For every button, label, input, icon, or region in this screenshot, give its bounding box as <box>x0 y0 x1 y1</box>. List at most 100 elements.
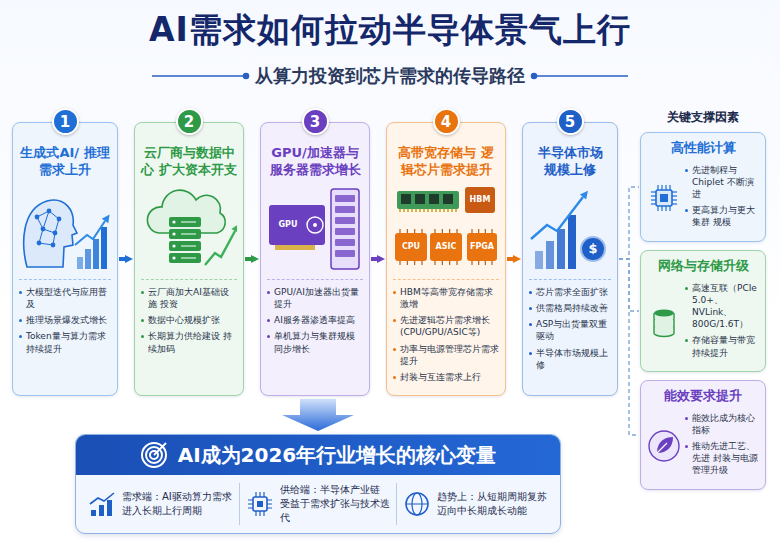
factor-icon <box>647 305 681 339</box>
stage-heading: 半导体市场 规模上修 <box>529 145 611 179</box>
bullet-text: ASP与出货量双重驱动 <box>536 318 611 342</box>
step-number: 1 <box>52 108 79 135</box>
bullet-text: 云厂商加大AI基础设施 投资 <box>148 286 237 310</box>
bullet-text: 芯片需求全面扩张 <box>536 286 608 298</box>
stage-heading: 云厂商与数据中心 扩大资本开支 <box>141 145 237 179</box>
bullet-list: GPU/AI加速器出货量提升 AI服务器渗透率提高单机算力与集群规模 同步增长 <box>267 279 363 359</box>
step-number: 3 <box>302 108 329 135</box>
bullet-dot <box>19 335 22 338</box>
step-number: 4 <box>433 108 460 135</box>
bullet-item: 芯片需求全面扩张 <box>529 286 611 298</box>
factor-box: 网络与存储升级高速互联（PCIe 5.0+、 NVLink、800G/1.6T）… <box>640 250 766 372</box>
bullet-dot <box>685 417 688 420</box>
factor-icon <box>647 429 681 463</box>
factor-icon <box>647 181 681 215</box>
bullet-text: GPU/AI加速器出货量提升 <box>274 286 363 310</box>
banner-item: 需求端：AI驱动算力需求 进入长期上行周期 <box>82 483 239 525</box>
bullet-item: Token量与算力需求 持续提升 <box>19 330 111 354</box>
bullet-text: 推动先进工艺、先进 封装与电源管理升级 <box>692 440 759 476</box>
bullet-item: 单机算力与集群规模 同步增长 <box>267 330 363 354</box>
bullet-dot <box>267 291 270 294</box>
flow-arrow <box>119 257 125 261</box>
bullet-list: 能效比成为核心指标推动先进工艺、先进 封装与电源管理升级 <box>685 412 759 481</box>
illustration: $ <box>529 183 611 275</box>
callout-number: 2 <box>184 113 194 131</box>
bullet-text: HBM等高带宽存储需求激增 <box>400 286 499 310</box>
bullet-dot <box>529 352 532 355</box>
bullet-item: 半导体市场规模上修 <box>529 347 611 371</box>
callout-number: 3 <box>310 113 320 131</box>
bullet-dot <box>267 335 270 338</box>
bullet-dot <box>19 319 22 322</box>
bullet-item: 数据中心规模扩张 <box>141 314 237 326</box>
bullet-dot <box>393 291 396 294</box>
illustration <box>19 183 111 275</box>
stage-box: 云厂商与数据中心 扩大资本开支云厂商加大AI基础设施 投资数据中心规模扩张长期算… <box>134 122 244 396</box>
bullet-item: 供需格局持续改善 <box>529 302 611 314</box>
illustration: HBMCPUASICFPGA <box>393 183 499 275</box>
target-icon <box>140 441 168 469</box>
callout-number: 4 <box>441 113 451 131</box>
bullet-item: 推动先进工艺、先进 封装与电源管理升级 <box>685 440 759 476</box>
bullet-dot <box>141 319 144 322</box>
banner-item: 供给端：半导体产业链 受益于需求扩张与技术迭代 <box>239 483 397 525</box>
item-icon <box>403 490 431 518</box>
bullet-item: AI服务器渗透率提高 <box>267 314 363 326</box>
chip-label: HBM <box>465 187 495 213</box>
bullet-item: 云厂商加大AI基础设施 投资 <box>141 286 237 310</box>
bullet-list: 芯片需求全面扩张供需格局持续改善 ASP与出货量双重驱动半导体市场规模上修 <box>529 279 611 375</box>
bullet-item: 大模型迭代与应用普及 <box>19 286 111 310</box>
factor-heading: 高性能计算 <box>647 140 759 157</box>
flow-arrow <box>245 257 251 261</box>
bullet-text: 更高算力与更大集群 规模 <box>692 204 759 228</box>
bullet-item: 存储容量与带宽 持续提升 <box>685 334 759 358</box>
factor-heading: 能效要求提升 <box>647 388 759 405</box>
bullet-text: 先进制程与Chiplet 不断演进 <box>692 164 759 200</box>
bullet-dot <box>529 291 532 294</box>
banner-item: 趋势上：从短期周期复苏 迈向中长期成长动能 <box>396 483 554 525</box>
chip-label: GPU <box>271 219 305 231</box>
bullet-dot <box>267 319 270 322</box>
bullet-text: 数据中心规模扩张 <box>148 314 220 326</box>
bullet-text: 存储容量与带宽 持续提升 <box>692 334 759 358</box>
bullet-text: 能效比成为核心指标 <box>692 412 759 436</box>
chip-label: ASIC <box>430 233 462 261</box>
bullet-item: 能效比成为核心指标 <box>685 412 759 436</box>
bullet-list: HBM等高带宽存储需求激增先进逻辑芯片需求增长 (CPU/GPU/ASIC等)功… <box>393 279 499 387</box>
flow-arrow <box>371 257 377 261</box>
stage-box: 半导体市场 规模上修 $ 芯片需求全面扩张供需格局持续改善 ASP与出货量双重驱动半导… <box>522 122 618 396</box>
bullet-list: 大模型迭代与应用普及推理场景爆发式增长 Token量与算力需求 持续提升 <box>19 279 111 359</box>
stage-heading: 生成式AI/ 推理需求上升 <box>19 145 111 179</box>
factor-box: 能效要求提升能效比成为核心指标推动先进工艺、先进 封装与电源管理升级 <box>640 380 766 490</box>
bullet-dot <box>685 169 688 172</box>
stage-box: GPU/加速器与 服务器需求增长 GPU GPU/AI加速器出货量提升 AI服务器渗透… <box>260 122 370 396</box>
flow-arrow <box>507 257 513 261</box>
bullet-item: ASP与出货量双重驱动 <box>529 318 611 342</box>
banner-title: AI成为2026年行业增长的核心变量 <box>178 442 497 468</box>
banner-header: AI成为2026年行业增长的核心变量 <box>76 435 560 475</box>
banner-item-text: 趋势上：从短期周期复苏 迈向中长期成长动能 <box>437 490 548 518</box>
bullet-dot <box>393 348 396 351</box>
bullet-text: 单机算力与集群规模 同步增长 <box>274 330 363 354</box>
bullet-dot <box>529 323 532 326</box>
chip-label: FPGA <box>467 233 497 261</box>
banner-row: 需求端：AI驱动算力需求 进入长期上行周期供给端：半导体产业链 受益于需求扩张与… <box>76 475 560 533</box>
title: AI需求如何拉动半导体景气上行 <box>0 8 780 52</box>
bullet-item: 先进逻辑芯片需求增长 (CPU/GPU/ASIC等) <box>393 314 499 338</box>
bullet-dot <box>141 335 144 338</box>
bullet-list: 云厂商加大AI基础设施 投资数据中心规模扩张长期算力供给建设 持续加码 <box>141 279 237 359</box>
icon-art <box>529 183 611 275</box>
bullet-dot <box>685 209 688 212</box>
stage-heading: GPU/加速器与 服务器需求增长 <box>267 145 363 179</box>
bullet-item: 推理场景爆发式增长 <box>19 314 111 326</box>
bullet-dot <box>685 287 688 290</box>
stage-heading: 高带宽存储与 逻辑芯片需求提升 <box>393 145 499 179</box>
currency-symbol: $ <box>581 240 605 258</box>
subtitle: 从算力投资到芯片需求的传导路径 <box>190 64 590 88</box>
bullet-item: 先进制程与Chiplet 不断演进 <box>685 164 759 200</box>
illustration: GPU <box>267 183 363 275</box>
bullet-text: AI服务器渗透率提高 <box>274 314 355 326</box>
bracket-connector <box>619 187 639 259</box>
callout-number: 5 <box>565 113 575 131</box>
